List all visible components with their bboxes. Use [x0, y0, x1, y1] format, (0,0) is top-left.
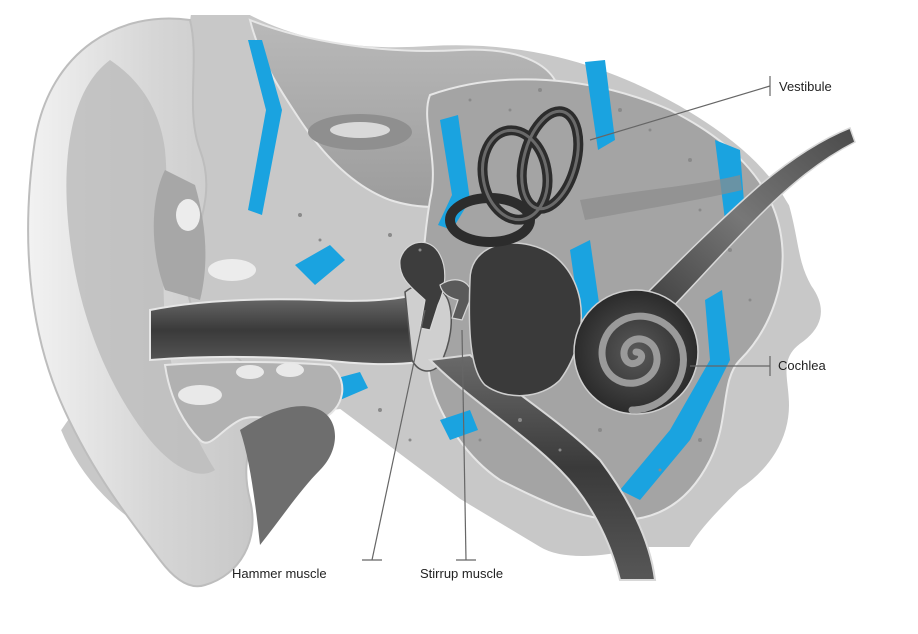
cochlea-label: Cochlea — [778, 358, 826, 373]
upper-bone-cavity-highlight — [330, 122, 390, 138]
eustachian-tube — [427, 353, 657, 581]
leader-lines — [362, 76, 771, 561]
vestibule-label: Vestibule — [779, 79, 832, 94]
bone-texture — [298, 88, 752, 472]
semicircular-canals-highlight — [481, 109, 580, 222]
cochlea-spiral — [598, 312, 687, 414]
hammer-muscle-label: Hammer muscle — [232, 566, 327, 581]
mastoid-cell-1 — [176, 199, 200, 231]
vestibular-nerve-fibres — [580, 175, 742, 220]
vestibule — [468, 242, 583, 397]
hammer-muscle-leader-line — [371, 309, 426, 561]
vestibule-leader-line — [589, 85, 771, 141]
lower-bone-cavity-1 — [178, 385, 222, 405]
anvil-ossicle — [439, 279, 473, 321]
pinna-inner-fold — [66, 60, 215, 474]
stirrup-muscle-leader-line — [461, 329, 467, 561]
ear-canal — [149, 294, 420, 366]
auditory-nerve — [638, 127, 856, 322]
lower-canal-cartilage — [240, 406, 335, 545]
mastoid-cell-2 — [208, 259, 256, 281]
lower-bone-cavity-2 — [236, 365, 264, 379]
stirrup-muscle-label: Stirrup muscle — [420, 566, 504, 581]
lower-bone-cavity-3 — [276, 363, 304, 377]
